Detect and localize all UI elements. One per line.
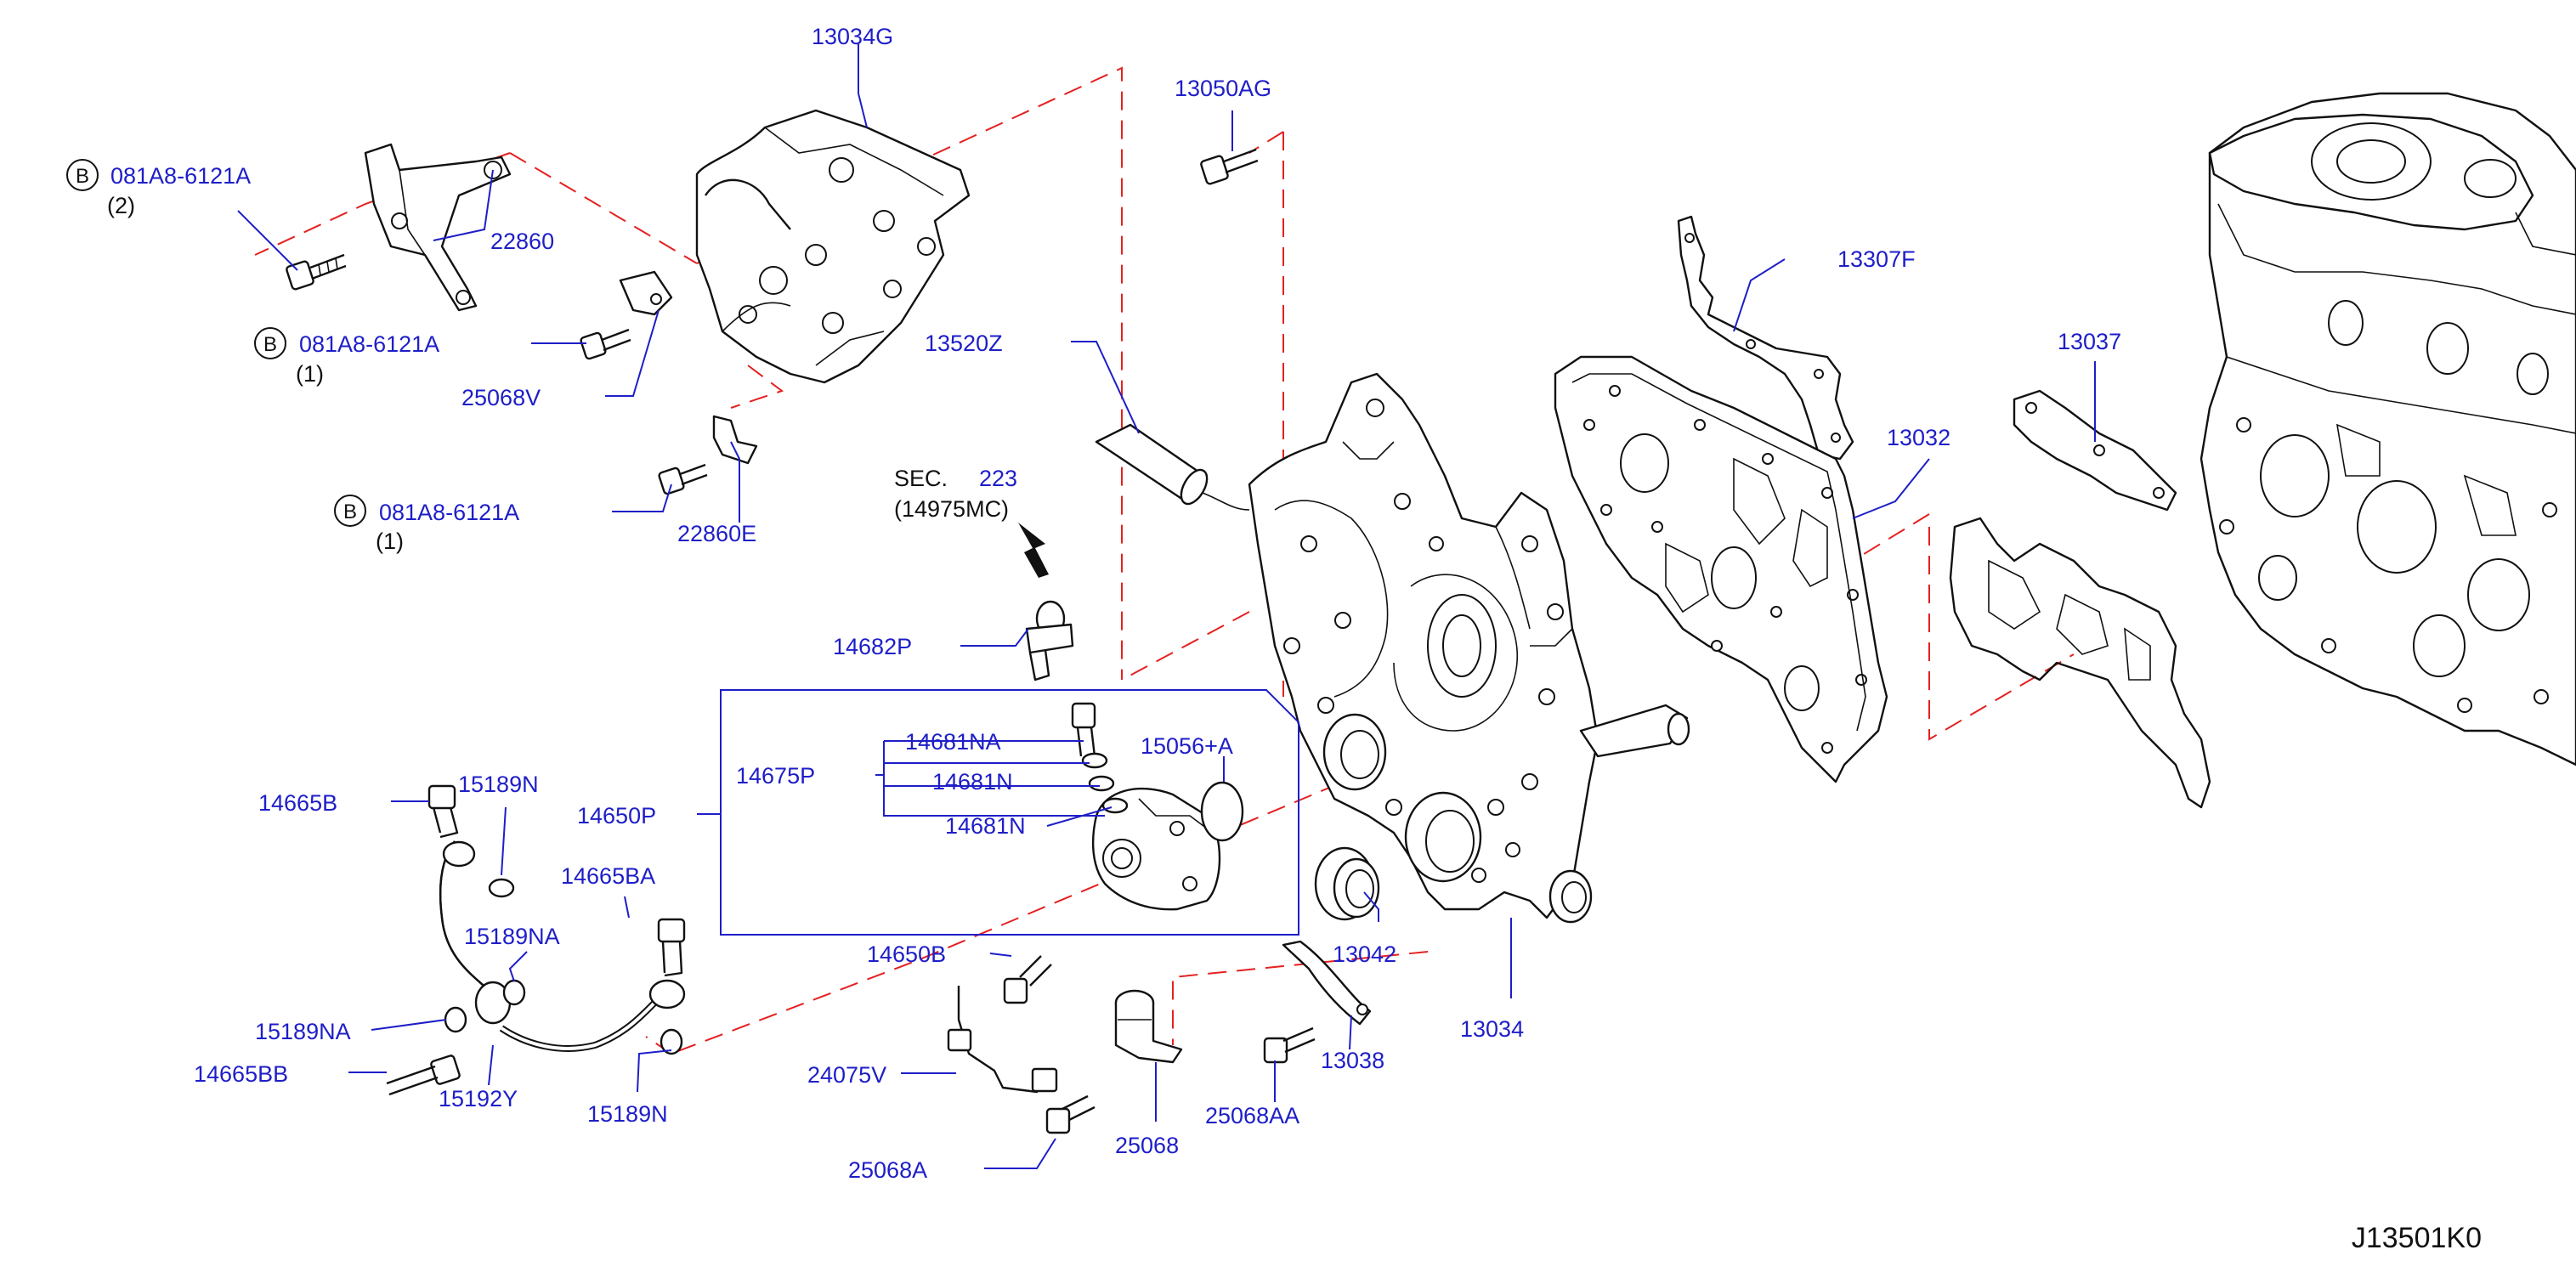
badge-b-circle <box>66 159 99 191</box>
bolt-081A8-c <box>658 463 708 495</box>
gasket-13037-drawing <box>1949 389 2211 809</box>
label-14682P: 14682P <box>833 634 912 659</box>
badge-b-circle <box>334 495 366 527</box>
bracket-13034G-drawing <box>695 109 971 384</box>
bolt-25068A <box>1045 1094 1096 1134</box>
section-reference: SEC. 223 (14975MC) <box>894 466 1017 522</box>
bolt-25068AA <box>1263 1026 1316 1064</box>
bolt-14665BA <box>657 918 686 977</box>
label-14650B: 14650B <box>867 942 946 967</box>
label-13037: 13037 <box>2058 329 2121 354</box>
bolt-14665B <box>427 784 459 839</box>
label-14665BB: 14665BB <box>194 1061 288 1087</box>
badge-b-letter: B <box>76 165 89 188</box>
label-14675P: 14675P <box>736 763 815 789</box>
label-22860: 22860 <box>490 229 554 254</box>
label-25068AA: 25068AA <box>1205 1103 1299 1128</box>
label-13034: 13034 <box>1460 1016 1524 1042</box>
bolt-ref-part-number: 081A8-6121A <box>379 500 519 525</box>
label-14665BA: 14665BA <box>561 863 655 889</box>
oil-pipe-drawing <box>439 840 686 1055</box>
seal-13042-drawing <box>1314 846 1380 921</box>
label-13520Z: 13520Z <box>925 331 1003 356</box>
sensor-25068-drawing <box>1114 989 1183 1064</box>
label-15056A: 15056+A <box>1141 733 1233 759</box>
label-25068: 25068 <box>1115 1133 1179 1158</box>
label-24075V: 24075V <box>807 1062 886 1088</box>
badge-b-letter: B <box>263 333 277 356</box>
label-15189N-a: 15189N <box>458 772 539 797</box>
label-13042: 13042 <box>1333 942 1396 967</box>
badge-b-letter: B <box>343 500 357 523</box>
label-15189NA-b: 15189NA <box>255 1019 351 1044</box>
label-13032: 13032 <box>1887 425 1950 450</box>
label-22860E: 22860E <box>677 521 756 546</box>
bolt-drawings <box>286 148 1316 1134</box>
bolt-ref-part-number: 081A8-6121A <box>299 331 439 357</box>
label-15192Y: 15192Y <box>439 1086 518 1111</box>
bolt-13050AG <box>1200 148 1259 185</box>
label-14681NA: 14681NA <box>905 729 1001 755</box>
label-13307F: 13307F <box>1837 246 1916 272</box>
sec-prefix: SEC. <box>894 466 948 491</box>
label-14681N-b: 14681N <box>945 813 1026 839</box>
sec-code: (14975MC) <box>894 496 1009 522</box>
label-13050AG: 13050AG <box>1175 76 1271 101</box>
sec-number: 223 <box>979 466 1017 491</box>
bracket-13038-drawing <box>1282 940 1372 1026</box>
bolt-ref-081A8-b: B 081A8-6121A (1) <box>254 327 439 387</box>
bolt-ref-part-number: 081A8-6121A <box>110 163 251 189</box>
label-15189NA-a: 15189NA <box>464 924 560 949</box>
engine-block-drawing <box>2200 92 2576 766</box>
bolt-ref-081A8-a: B 081A8-6121A (2) <box>66 159 251 218</box>
label-25068A: 25068A <box>848 1157 927 1183</box>
bolt-081A8-b <box>580 328 631 360</box>
front-cover-13034-drawing <box>1248 372 1690 924</box>
bolt-14650B <box>1003 955 1052 1004</box>
plug-13520Z-drawing <box>1095 423 1250 511</box>
bolt-14665BB <box>386 1055 461 1096</box>
sensor-14682P-drawing <box>1018 523 1074 681</box>
bolt-ref-081A8-c: B 081A8-6121A (1) <box>334 495 519 554</box>
bolt-ref-quantity: (1) <box>376 529 404 554</box>
label-13034G: 13034G <box>812 24 893 49</box>
harness-24075V-drawing <box>947 986 1058 1094</box>
bracket-22860-drawing <box>364 143 512 312</box>
part-labels: 13034G 13050AG 22860 25068V 22860E 13520… <box>194 24 2121 1183</box>
label-14650P: 14650P <box>577 803 656 828</box>
label-25068V: 25068V <box>461 385 541 410</box>
bolt-ref-quantity: (1) <box>296 361 324 387</box>
label-14665B: 14665B <box>258 790 337 816</box>
plate-13032-drawing <box>1554 355 1888 783</box>
assembly-dashed-lines <box>254 66 2075 1055</box>
assembly-box-14650P <box>720 689 1299 936</box>
bolt-081A8-a <box>286 253 347 291</box>
gasket-13307F-drawing <box>1677 215 1854 461</box>
label-13038: 13038 <box>1321 1048 1384 1073</box>
badge-b-circle <box>254 327 286 359</box>
vacuum-pump-drawing <box>1071 702 1244 911</box>
label-14681N-a: 14681N <box>932 769 1013 794</box>
label-15189N-b: 15189N <box>587 1101 668 1127</box>
leader-lines <box>237 44 2096 1169</box>
clip-drawings <box>619 270 758 465</box>
bolt-ref-quantity: (2) <box>107 193 135 218</box>
diagram-code: J13501K0 <box>2352 1222 2482 1254</box>
